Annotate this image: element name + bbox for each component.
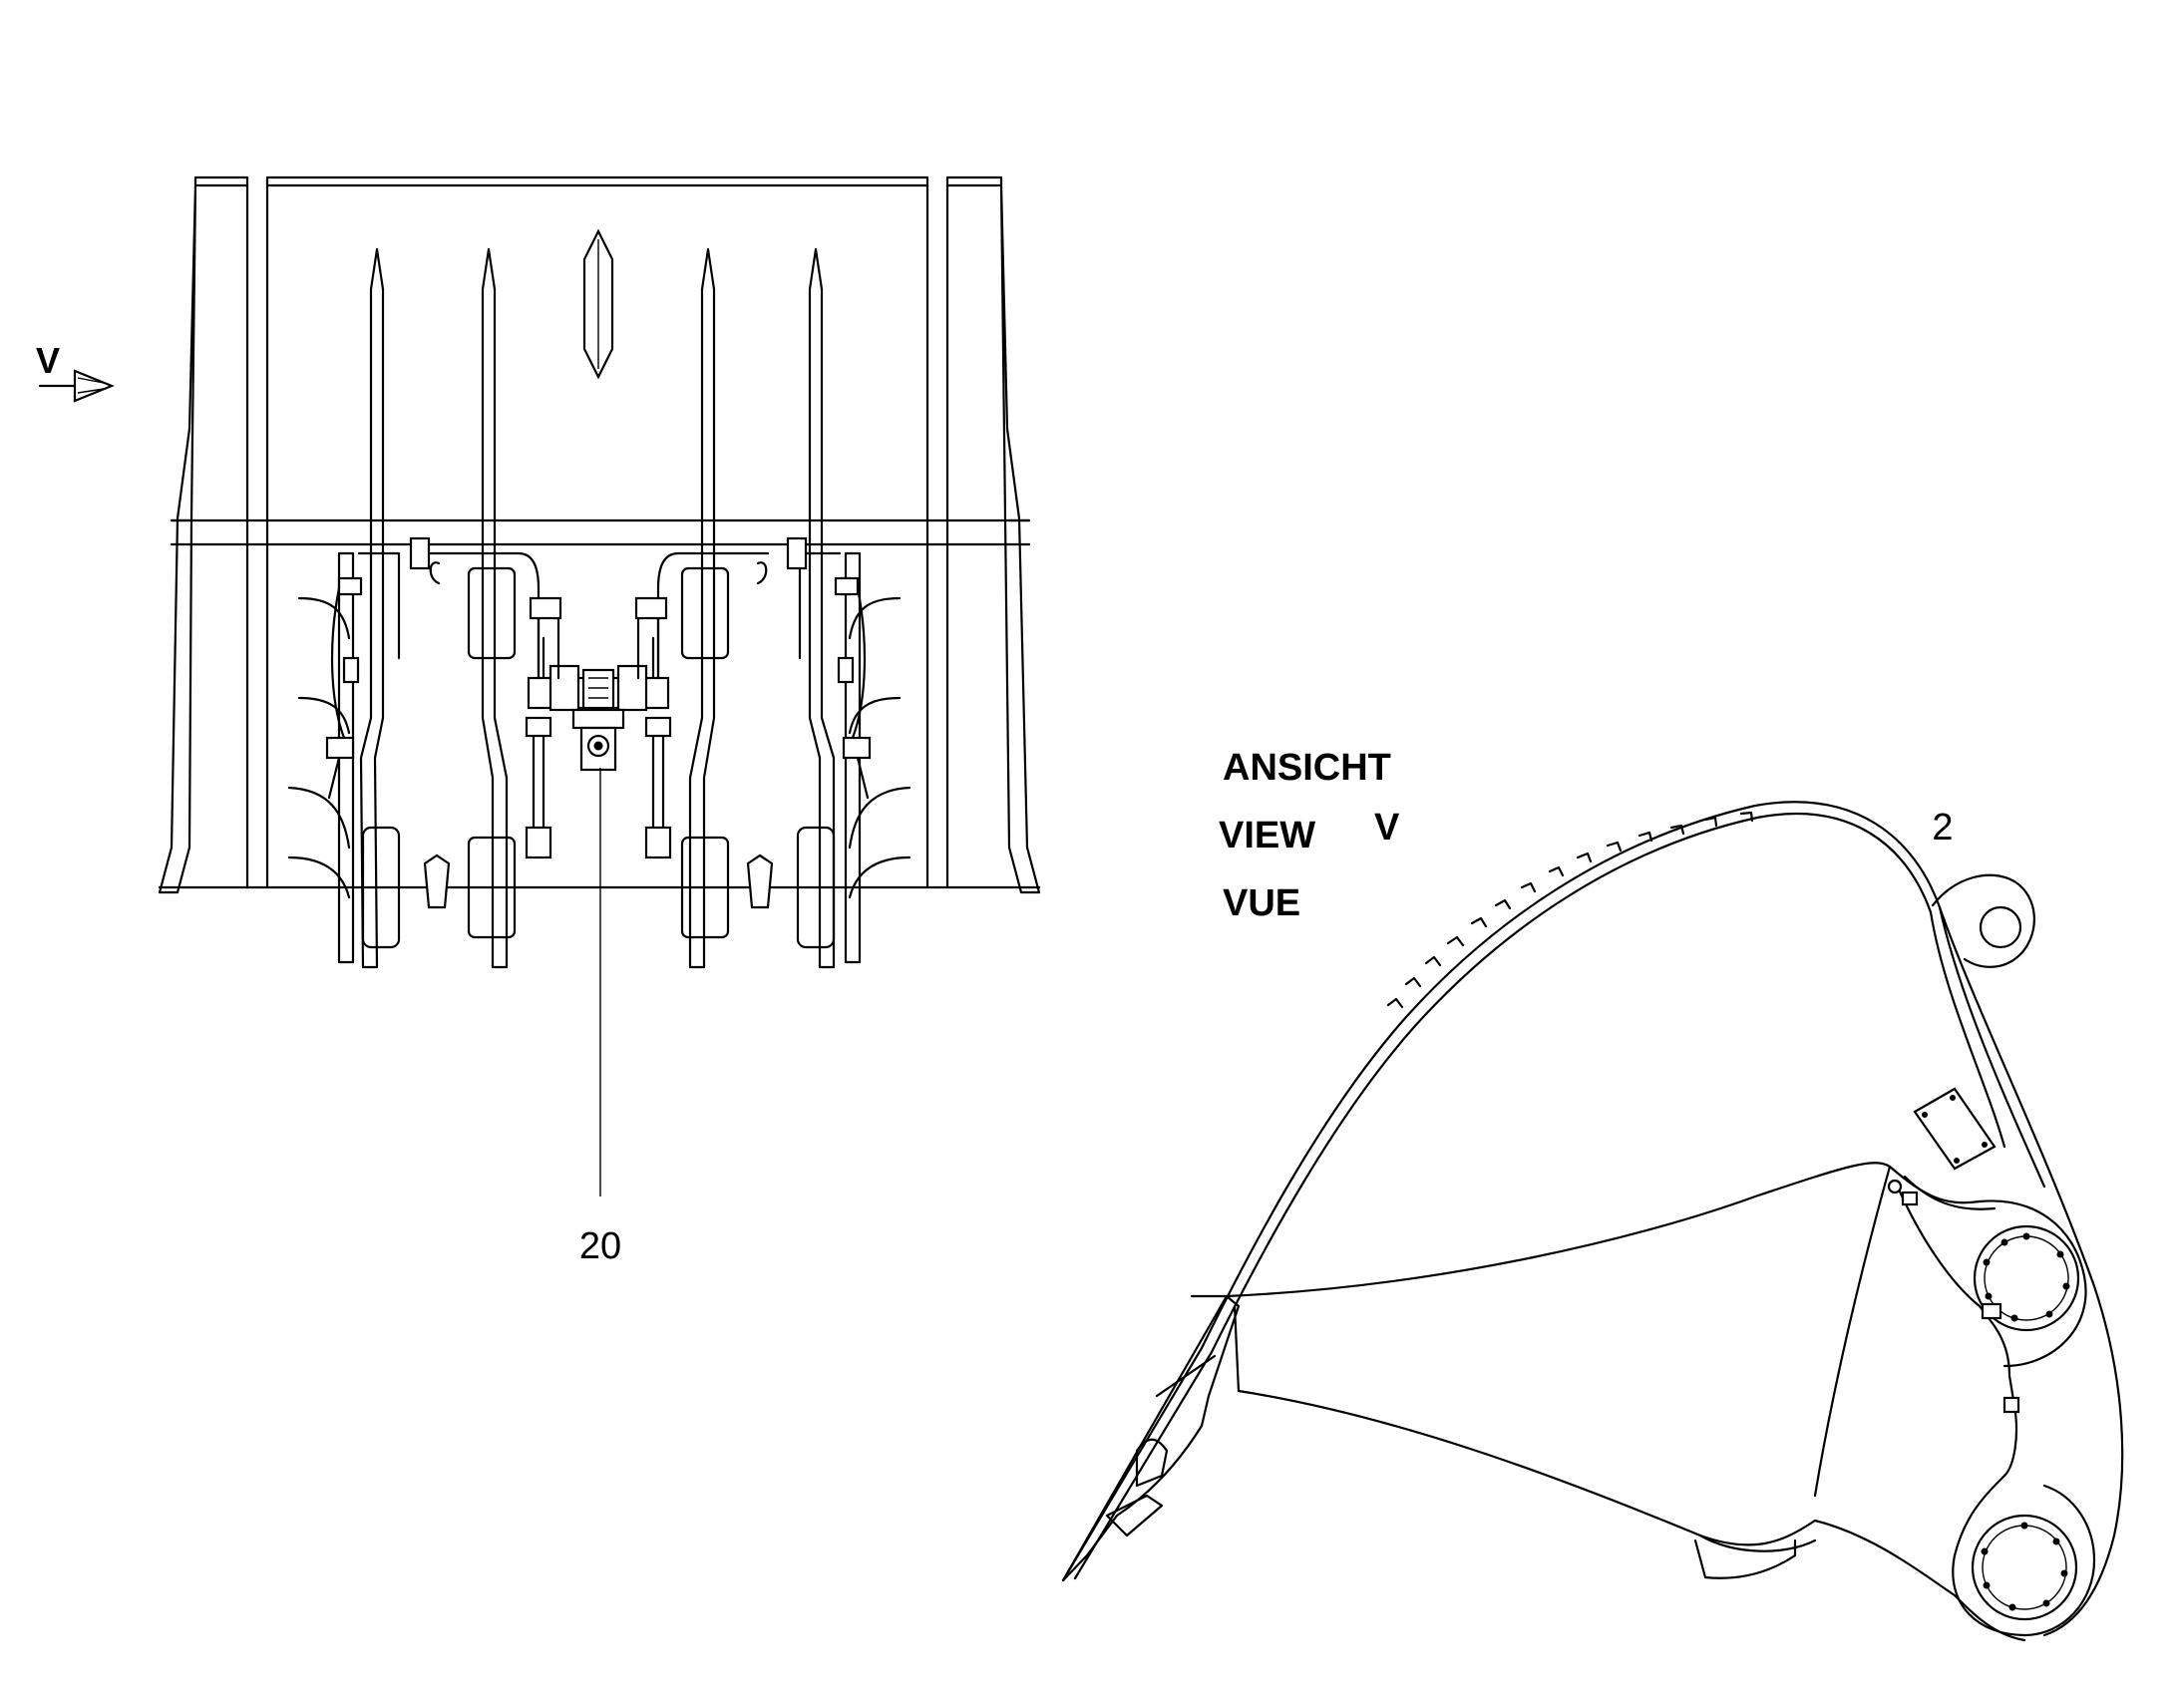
wear-plates [1386,811,1754,1009]
bucket-side-view [1061,801,2124,1642]
view-title: ANSICHT VIEW VUE V [1219,747,1400,924]
arrow-head-icon [73,369,115,403]
callout-20: 20 [579,1225,621,1267]
arm-1 [359,247,385,969]
view-letter: V [1374,807,1400,849]
arm-2 [481,247,509,969]
bucket-front-view [158,175,1041,1196]
lug-eye [1979,905,2022,949]
arm-3 [688,247,716,969]
callout-2: 2 [1932,807,1953,849]
lower-hinge-boss [1971,1514,2078,1621]
upper-hinge-boss [1973,1224,2080,1332]
view-title-en: VIEW [1219,815,1315,856]
arm-4 [808,247,836,969]
view-direction-arrow: V [36,340,115,403]
view-arrow-label: V [36,340,60,381]
view-title-de: ANSICHT [1223,747,1391,789]
name-plate [1913,1087,1997,1171]
view-title-fr: VUE [1223,882,1300,924]
